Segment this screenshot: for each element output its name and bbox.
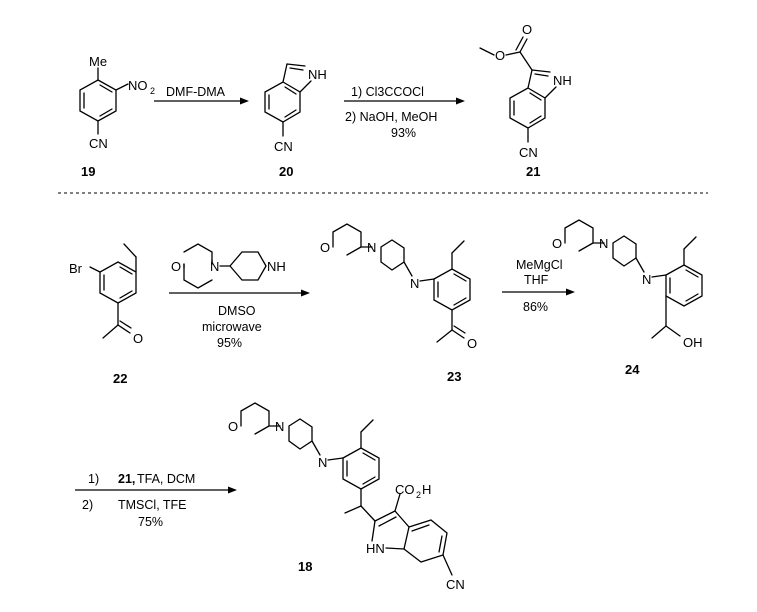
atom-label: NH <box>553 73 572 88</box>
atom-label: N <box>275 419 284 434</box>
arrow-yield: 75% <box>138 515 163 529</box>
compound-number: 21 <box>526 164 540 179</box>
compound-number: 20 <box>279 164 293 179</box>
atom-label: N <box>318 455 327 470</box>
atom-label: N <box>599 236 608 251</box>
atom-label: O <box>552 236 562 251</box>
arrow-condition: TMSCl, TFE <box>118 498 187 512</box>
atom-label: O <box>171 259 181 274</box>
compound-20: NH CN 20 <box>264 63 327 179</box>
atom-subscript: 2 <box>416 490 421 500</box>
reaction-arrow-2: 1) Cl3CCOCl 2) NaOH, MeOH 93% <box>344 85 465 140</box>
arrow-condition: 1) Cl3CCOCl <box>351 85 424 99</box>
compound-number: 18 <box>298 559 312 574</box>
arrow-condition: MeMgCl <box>516 258 563 272</box>
atom-label: N <box>642 272 651 287</box>
atom-label: N <box>367 240 376 255</box>
reaction-arrow-4: MeMgCl THF 86% <box>502 258 575 314</box>
arrow-yield: 95% <box>217 336 242 350</box>
compound-number: 24 <box>625 362 640 377</box>
reaction-arrow-3: DMSO microwave 95% <box>169 289 310 350</box>
atom-label: CN <box>274 139 293 154</box>
atom-label: NH <box>267 259 286 274</box>
compound-number: 23 <box>447 369 461 384</box>
arrow-condition: DMF-DMA <box>166 85 226 99</box>
compound-number: 19 <box>81 164 95 179</box>
compound-18: O N N CO 2 H HN CN 18 <box>228 402 465 592</box>
compound-22: Br O 22 <box>69 243 143 386</box>
atom-label: O <box>320 240 330 255</box>
atom-label: O <box>133 331 143 346</box>
atom-label: CN <box>519 145 538 160</box>
atom-label: HN <box>366 541 385 556</box>
arrow-yield: 93% <box>391 126 416 140</box>
atom-label: Br <box>69 261 83 276</box>
atom-label: O <box>495 48 505 63</box>
atom-label: O <box>522 22 532 37</box>
atom-label: Me <box>89 54 107 69</box>
atom-label: CN <box>89 136 108 151</box>
compound-21: O O NH CN 21 <box>479 22 572 179</box>
reaction-arrow-5: 1) 21, TFA, DCM 2) TMSCl, TFE 75% <box>75 472 237 529</box>
arrow-condition: 2) NaOH, MeOH <box>345 110 437 124</box>
compound-24: O N N OH 24 <box>552 219 703 377</box>
atom-label: OH <box>683 335 703 350</box>
atom-label: NH <box>308 67 327 82</box>
arrow-condition: 2) <box>82 498 93 512</box>
atom-subscript: 2 <box>150 86 155 96</box>
atom-label: H <box>422 482 431 497</box>
compound-number: 22 <box>113 371 127 386</box>
piperidine-reagent: O N NH <box>171 243 286 289</box>
atom-label: N <box>410 276 419 291</box>
atom-label: CO <box>395 482 415 497</box>
atom-label: NO <box>128 78 148 93</box>
atom-label: O <box>228 419 238 434</box>
atom-label: N <box>210 259 219 274</box>
reaction-arrow-1: DMF-DMA <box>154 85 249 105</box>
compound-19: Me NO 2 CN 19 <box>79 54 155 179</box>
arrow-condition: DMSO <box>218 304 256 318</box>
arrow-condition: THF <box>524 273 549 287</box>
atom-label: CN <box>446 577 465 592</box>
arrow-reagent-ref: 21, <box>118 472 135 486</box>
arrow-condition: TFA, DCM <box>137 472 195 486</box>
arrow-condition: microwave <box>202 320 262 334</box>
atom-label: O <box>467 336 477 351</box>
compound-23: O N N O 23 <box>320 223 477 384</box>
arrow-yield: 86% <box>523 300 548 314</box>
arrow-condition: 1) <box>88 472 99 486</box>
